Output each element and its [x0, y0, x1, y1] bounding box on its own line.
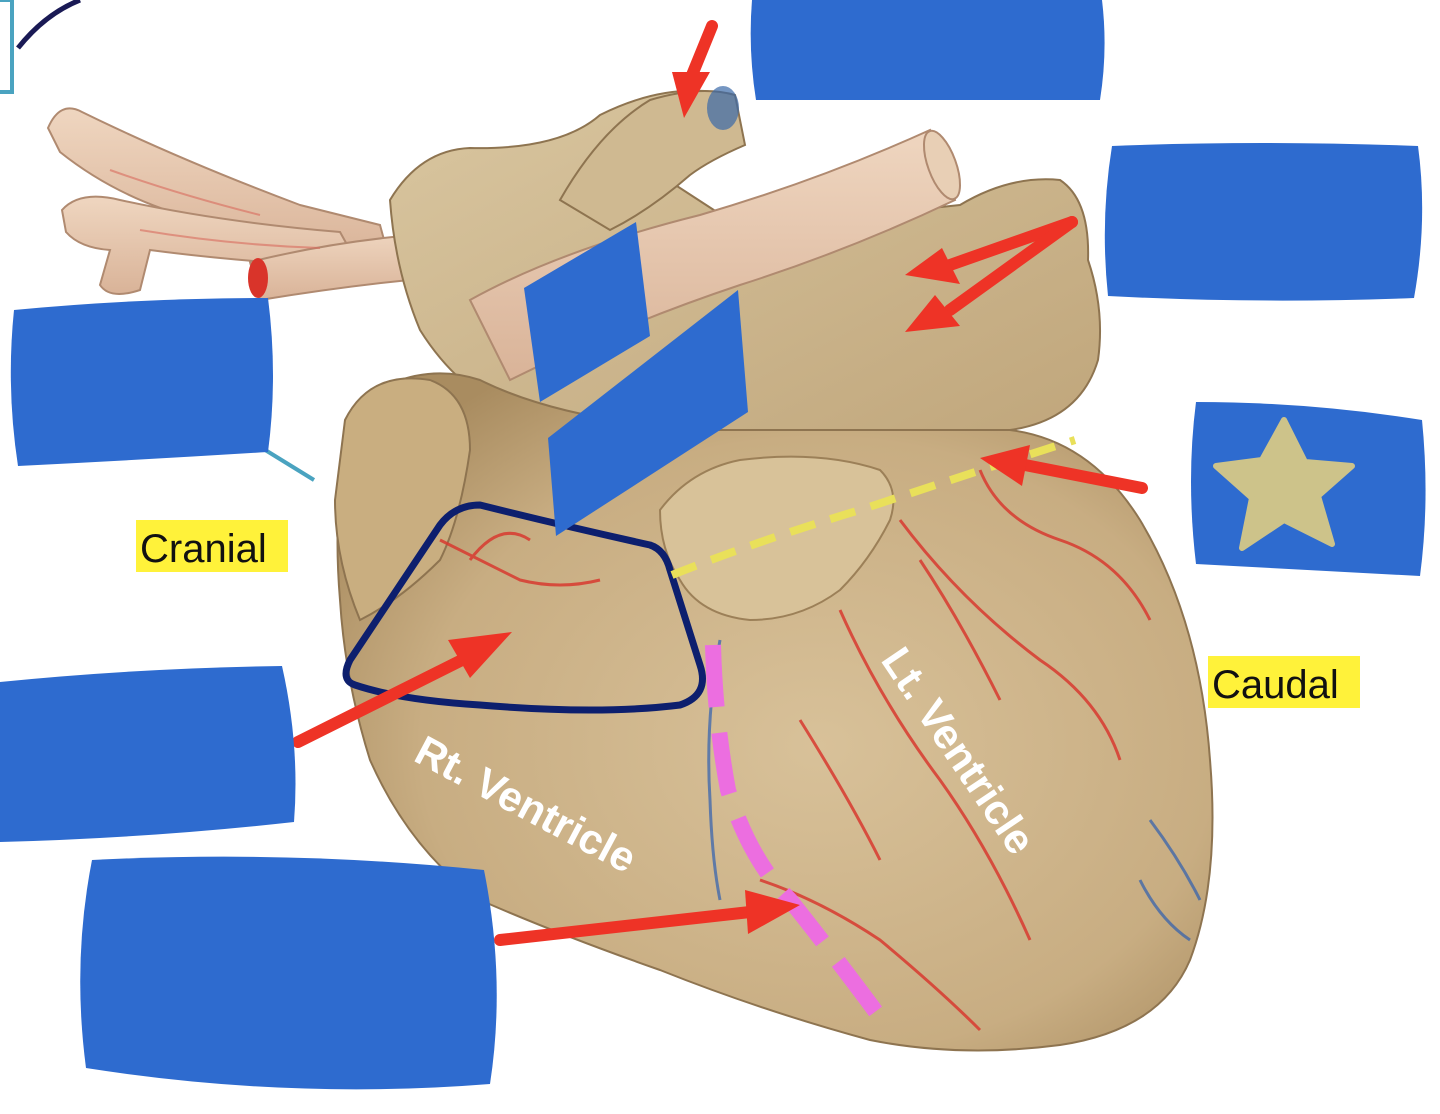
- left-auricle: [658, 455, 895, 622]
- label-blank-center-upper[interactable]: [524, 222, 650, 402]
- label-blank-left-lower[interactable]: [80, 856, 497, 1090]
- label-blank-center-lower[interactable]: [548, 290, 748, 536]
- heart-specimen: [46, 86, 1214, 1052]
- label-blank-left-upper[interactable]: [10, 298, 274, 466]
- label-blanks: [0, 0, 1426, 1090]
- corner-decoration: [0, 0, 81, 94]
- caudal-label: Caudal: [1212, 663, 1339, 707]
- arrow-icon: [672, 20, 718, 118]
- arrow-icon: [905, 216, 1078, 332]
- arrow-icon: [905, 216, 1078, 284]
- right-auricle: [333, 377, 472, 622]
- leader-line: [260, 446, 316, 482]
- cranial-label: Cranial: [140, 527, 267, 571]
- star-icon: [1213, 417, 1355, 551]
- label-blank-top-right[interactable]: [750, 0, 1105, 100]
- arrow-icon: [292, 632, 512, 748]
- arrow-icon: [980, 445, 1148, 494]
- pink-dashed-line: [705, 644, 889, 1025]
- cranial-tag: Cranial: [136, 520, 288, 572]
- arrows: [292, 20, 1148, 946]
- ventricles: [336, 372, 1214, 1052]
- caudal-tag: Caudal: [1208, 656, 1360, 708]
- coronary-vessels: [439, 469, 1152, 1032]
- right-ventricle-outline: [342, 501, 706, 714]
- yellow-dashed-line: [670, 436, 1077, 579]
- label-blank-right-upper[interactable]: [1104, 143, 1423, 301]
- arrow-icon: [494, 890, 800, 946]
- label-blank-left-middle[interactable]: [0, 666, 296, 842]
